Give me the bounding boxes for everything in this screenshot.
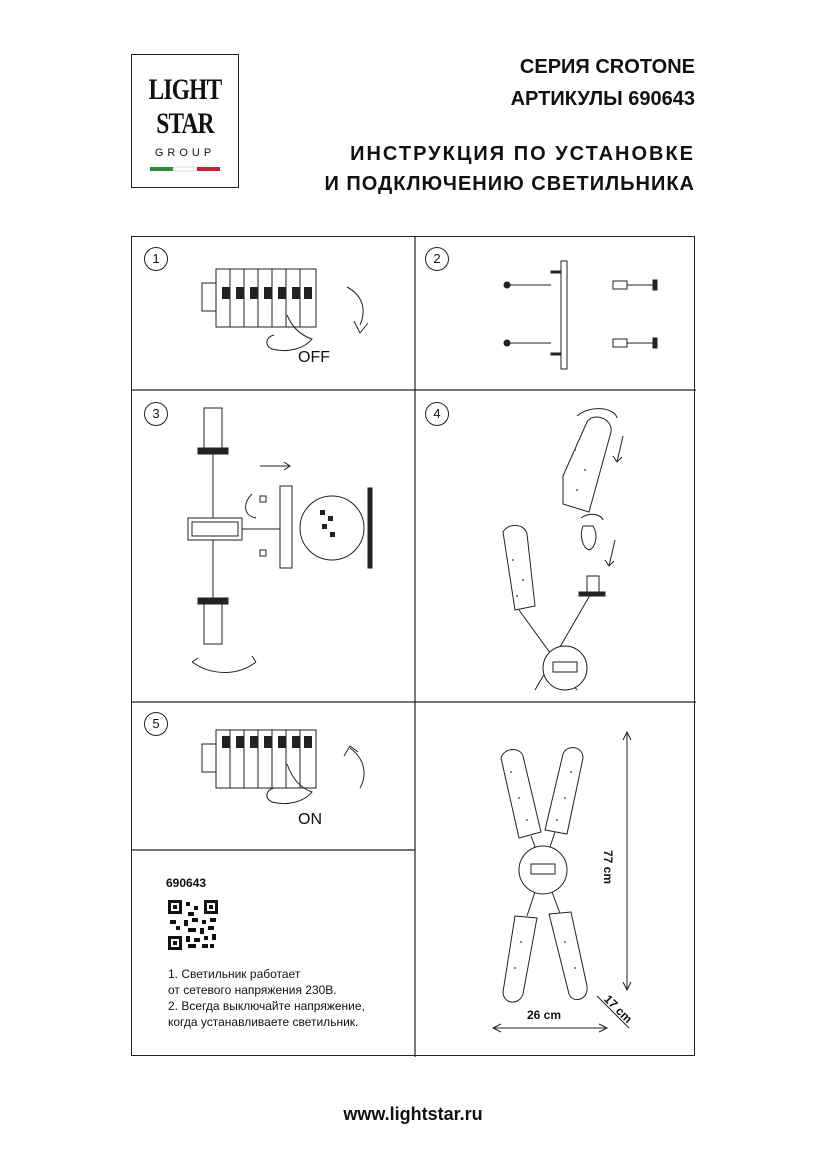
- grid-lines: [132, 237, 696, 1057]
- model-code: 690643: [166, 876, 207, 890]
- step-4-cell: 4: [415, 390, 696, 702]
- dimension-height: 77 cm: [601, 850, 615, 885]
- step-4-number: 4: [425, 402, 449, 426]
- logo-text-light: LIGHT: [148, 73, 223, 106]
- step-1-cell: 1 OFF: [132, 237, 415, 390]
- dimension-width: 26 cm: [527, 1008, 562, 1022]
- logo-text-star: STAR: [156, 107, 214, 140]
- info-cell: 690643 1. Светильник работает от сетевог…: [132, 850, 415, 1057]
- instruction-title-line2: И ПОДКЛЮЧЕНИЮ СВЕТИЛЬНИКА: [324, 173, 695, 195]
- note-line-1: 1. Светильник работает: [168, 967, 301, 981]
- instruction-title-line1: ИНСТРУКЦИЯ ПО УСТАНОВКЕ: [350, 143, 695, 165]
- step-3-cell: 3: [132, 390, 415, 702]
- step-3-number: 3: [144, 402, 168, 426]
- brand-logo: LIGHT STAR GROUP: [131, 54, 239, 188]
- step-2-cell: 2: [415, 237, 696, 390]
- italian-flag-icon: [150, 166, 220, 172]
- note-line-4: когда устанавливаете светильник.: [168, 1015, 359, 1029]
- step-5-label: ON: [298, 811, 322, 828]
- fixture-dimensions-drawing: [491, 730, 632, 1033]
- note-line-2: от сетевого напряжения 230В.: [168, 983, 337, 997]
- mounting-plate-screws-icon: [503, 260, 658, 370]
- instruction-grid: 1 OFF 2: [131, 236, 696, 1057]
- website-url[interactable]: www.lightstar.ru: [343, 1104, 483, 1124]
- note-line-3: 2. Всегда выключайте напряжение,: [168, 999, 365, 1013]
- logo-text-group: GROUP: [154, 147, 216, 159]
- step-5-cell: 5 ON: [132, 702, 415, 850]
- step-1-label: OFF: [298, 349, 330, 366]
- series-title: СЕРИЯ CROTONE: [519, 56, 695, 78]
- step-1-number: 1: [144, 247, 168, 271]
- step-2-number: 2: [425, 247, 449, 271]
- dimensions-cell: 77 cm 17 cm 26 cm: [415, 702, 696, 1057]
- circuit-breaker-on-icon: [201, 729, 365, 805]
- wall-mount-wiring-icon: [187, 407, 373, 673]
- article-number: АРТИКУЛЫ 690643: [510, 88, 695, 110]
- qr-code-icon: [168, 900, 218, 950]
- circuit-breaker-off-icon: [201, 268, 369, 352]
- step-5-number: 5: [144, 712, 168, 736]
- lamp-shade-install-icon: [502, 408, 624, 691]
